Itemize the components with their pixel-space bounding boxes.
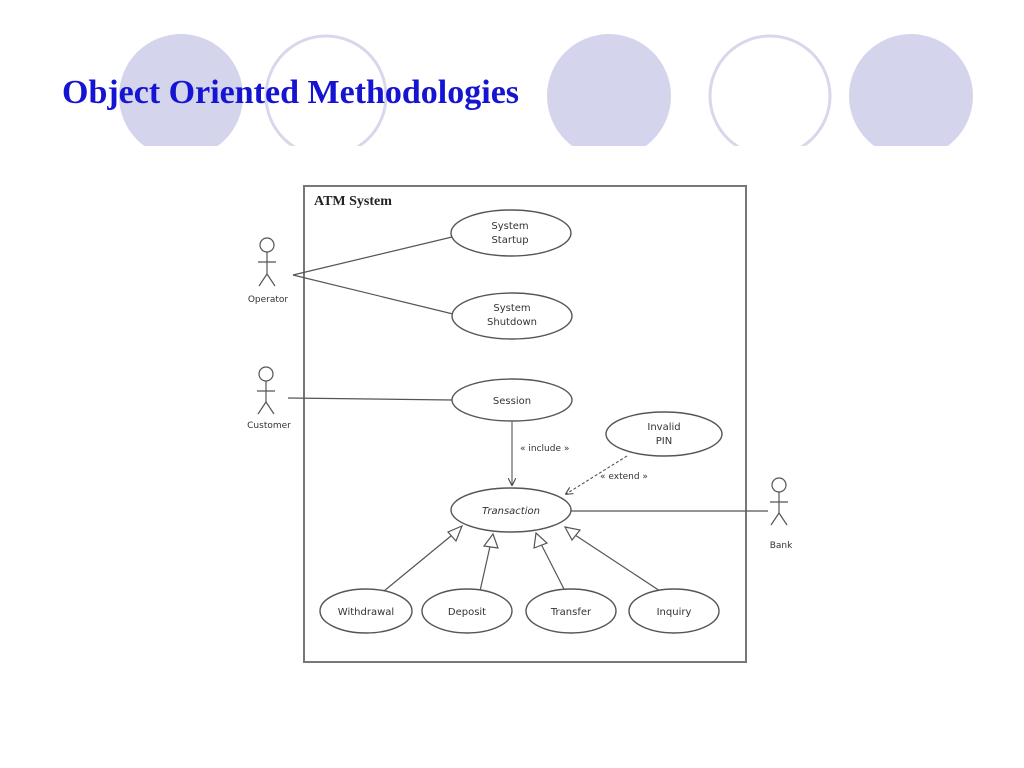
deco-circle-filled-1 xyxy=(119,34,243,146)
actor-bank-label: Bank xyxy=(770,541,793,551)
use-case-startup-line2: Startup xyxy=(491,235,528,246)
deco-circle-outline-1 xyxy=(264,34,388,146)
deco-circle-filled-2 xyxy=(547,34,671,146)
use-case-transfer: Transfer xyxy=(525,588,617,634)
use-case-transaction: Transaction xyxy=(450,487,572,533)
use-case-transaction-label: Transaction xyxy=(482,506,540,517)
use-case-startup: System Startup xyxy=(450,209,572,257)
decorative-circles xyxy=(119,34,973,146)
generalization-lines xyxy=(383,524,661,592)
use-case-shutdown: System Shutdown xyxy=(451,292,573,340)
actor-customer xyxy=(257,366,275,415)
use-case-transfer-label: Transfer xyxy=(550,607,592,618)
use-case-invalid-pin: Invalid PIN xyxy=(605,411,723,457)
use-case-withdrawal-label: Withdrawal xyxy=(338,607,394,618)
use-case-deposit-label: Deposit xyxy=(448,607,486,618)
actor-bank xyxy=(770,477,788,526)
use-case-invalid-pin-line2: PIN xyxy=(656,436,672,447)
slide-title: Object Oriented Methodologies xyxy=(62,74,520,111)
association-lines xyxy=(287,236,768,512)
extend-arrow xyxy=(566,455,628,494)
deco-circle-filled-3 xyxy=(849,34,973,146)
use-case-shutdown-line2: Shutdown xyxy=(487,317,537,328)
use-case-session: Session xyxy=(451,378,573,422)
actor-operator xyxy=(258,237,276,287)
include-label: « include » xyxy=(520,444,569,454)
use-case-shutdown-line1: System xyxy=(493,303,530,314)
use-case-invalid-pin-line1: Invalid xyxy=(647,422,680,433)
actor-customer-label: Customer xyxy=(247,421,291,431)
use-case-withdrawal: Withdrawal xyxy=(319,588,413,634)
extend-label: « extend » xyxy=(600,472,648,482)
use-case-deposit: Deposit xyxy=(421,588,513,634)
actor-operator-label: Operator xyxy=(248,295,289,305)
deco-circle-outline-2 xyxy=(708,34,832,146)
system-name: ATM System xyxy=(314,194,392,209)
use-case-startup-line1: System xyxy=(491,221,528,232)
use-case-inquiry: Inquiry xyxy=(628,588,720,634)
use-case-inquiry-label: Inquiry xyxy=(657,607,692,618)
use-case-session-label: Session xyxy=(493,396,531,407)
